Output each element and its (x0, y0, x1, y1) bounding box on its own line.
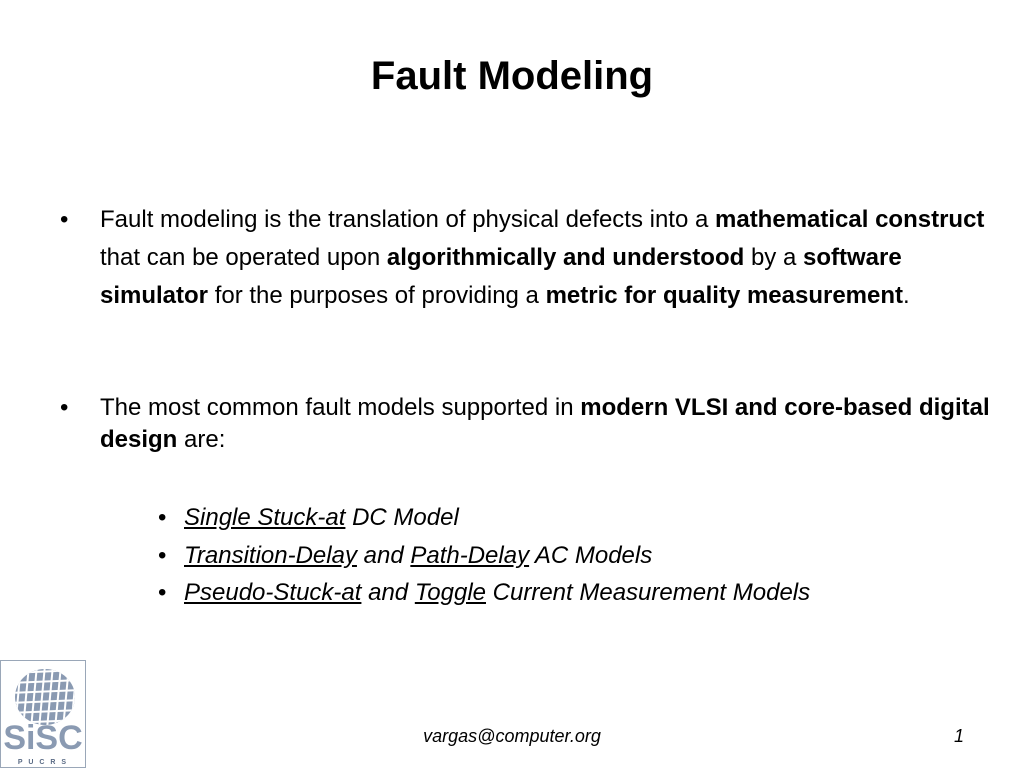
text-run: . (903, 282, 910, 309)
bold-text-mathematical-construct: mathematical construct (715, 206, 985, 233)
underlined-text: Toggle (414, 579, 486, 606)
text-run: that can be operated upon (100, 244, 387, 271)
footer-email: vargas@computer.org (423, 726, 601, 746)
bullet-item-fault-modeling-definition: • Fault modeling is the translation of p… (60, 201, 990, 315)
text-run: DC Model (345, 504, 459, 531)
text-run: AC Models (529, 541, 653, 569)
underlined-text: Transition-Delay (184, 541, 357, 569)
text-run: Fault modeling is the translation of phy… (100, 206, 715, 233)
list-item-single-stuck-at: • Single Stuck-at DC Model (158, 499, 998, 537)
sisc-logo-graphic: SiSC P U C R S (3, 669, 83, 766)
bullet-dot: • (60, 394, 69, 421)
logo-wordmark: SiSC (3, 719, 82, 757)
slide-title: Fault Modeling (370, 54, 654, 98)
bold-text-metric: metric for quality measurement (545, 282, 904, 309)
bullet-dot: • (158, 504, 167, 531)
bold-text-software-simulator: software simulator (100, 244, 902, 309)
page-number: 1 (953, 726, 964, 746)
underlined-text: Pseudo-Stuck-at (184, 579, 362, 606)
bullet-dot: • (158, 541, 167, 569)
list-item-transition-delay: • Transition-Delay and Path-Delay AC Mode… (158, 537, 998, 575)
fault-model-list: • Single Stuck-at DC Model • Transition-De… (158, 499, 998, 612)
bullet-dot: • (60, 206, 69, 233)
text-run: for the purposes of providing a (208, 282, 546, 309)
bold-text-modern-vlsi: modern VLSI and core-based digital desig… (100, 394, 990, 453)
list-item-pseudo-stuck-at: • Pseudo-Stuck-at and Toggle Current Meas… (158, 574, 998, 612)
bullet-dot: • (158, 579, 167, 606)
text-run: and (361, 579, 415, 606)
text-run: and (356, 541, 411, 569)
bullet-item-common-fault-models: • The most common fault models supported… (60, 392, 990, 456)
bold-text-algorithmically: algorithmically and understood (386, 244, 745, 271)
text-run: are: (177, 426, 226, 453)
logo-subtitle: P U C R S (18, 759, 68, 766)
bullet-text: Fault modeling is the translation of phy… (100, 201, 990, 315)
text-run: Current Measurement Models (486, 579, 811, 606)
text-run: by a (744, 244, 803, 271)
underlined-text: Single Stuck-at (184, 504, 346, 531)
text-run: The most common fault models supported i… (100, 394, 581, 421)
bullet-text: The most common fault models supported i… (100, 392, 990, 456)
sisc-logo: SiSC P U C R S (0, 660, 86, 768)
underlined-text: Path-Delay (410, 541, 530, 569)
